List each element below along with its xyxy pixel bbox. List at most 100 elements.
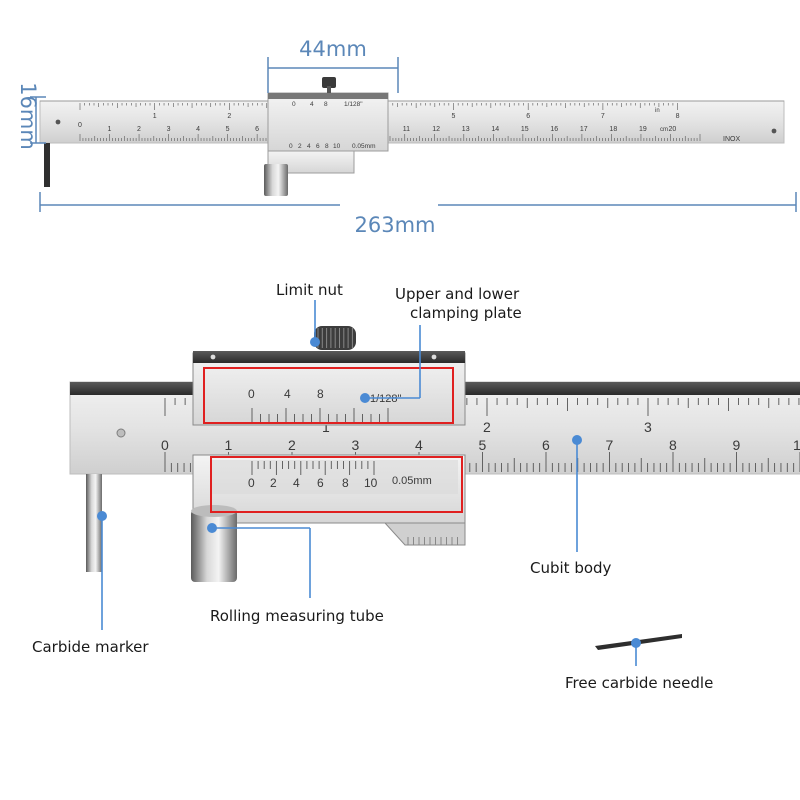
top-lower-vernier: 0 2 4 6 8 10 0.05mm	[289, 143, 375, 150]
detail-scale-number-cm: 0	[161, 437, 169, 453]
scale-number-cm: 3	[167, 126, 171, 133]
vernier-number: 4	[310, 101, 314, 108]
detail-limit-nut	[314, 326, 356, 350]
callout-dot	[631, 638, 641, 648]
scale-zero: 0	[78, 122, 82, 129]
vernier-value: 0.05mm	[392, 475, 432, 487]
label-carbide-marker: Carbide marker	[32, 638, 149, 656]
carbide-marker-pin	[44, 143, 50, 187]
lower-scale-unit: cm	[660, 127, 668, 133]
upper-scale-unit: in	[655, 108, 660, 114]
rivet	[55, 119, 61, 125]
vernier-number: 0	[289, 143, 293, 150]
top-ruler-view: 123456781234567891011121314151617181920 …	[39, 77, 785, 196]
scale-number-cm: 12	[432, 126, 440, 133]
scale-number-inch: 5	[451, 113, 455, 120]
dimension-length-label: 263mm	[355, 213, 436, 237]
rivet	[771, 128, 777, 134]
detail-scale-number-cm: 8	[669, 437, 677, 453]
scale-number-cm: 11	[403, 126, 410, 133]
detail-scale-number-cm: 3	[352, 437, 360, 453]
scale-number-cm: 19	[639, 126, 647, 133]
detail-scale-number-cm: 4	[415, 437, 423, 453]
detail-scale-number-cm: 7	[606, 437, 614, 453]
label-clamping-plate-2: clamping plate	[410, 304, 522, 322]
vernier-value: 1/128"	[344, 101, 363, 108]
vernier-number: 4	[293, 476, 300, 490]
detail-carbide-marker	[86, 474, 102, 572]
detail-upper-vernier: 0 4 8 1/128"	[248, 387, 402, 405]
vernier-number: 6	[316, 143, 320, 150]
rivet	[116, 428, 126, 438]
detail-ruler-view: 012345678910123 0 4 8 1/128" 0	[69, 326, 800, 650]
highlight-lower-vernier	[210, 456, 463, 513]
ruler-bar	[39, 100, 785, 144]
top-upper-vernier: 0 4 8 1/128"	[292, 101, 363, 108]
label-clamping-plate-1: Upper and lower	[395, 285, 520, 303]
vernier-number: 2	[298, 143, 302, 150]
vernier-number: 8	[342, 476, 349, 490]
callout-dot	[572, 435, 582, 445]
vernier-number: 4	[307, 143, 311, 150]
vernier-number: 8	[325, 143, 329, 150]
detail-lower-vernier: 0 2 4 6 8 10 0.05mm	[248, 475, 432, 490]
scale-number-cm: 5	[226, 126, 230, 133]
dimension-width	[267, 57, 399, 93]
scale-number-inch: 1	[153, 113, 157, 120]
vernier-number: 2	[270, 476, 277, 490]
dimension-length	[39, 192, 797, 212]
scale-number-inch: 8	[676, 113, 680, 120]
vernier-number: 10	[333, 143, 341, 150]
brand-inox: INOX	[723, 136, 740, 143]
scale-number-inch: 7	[601, 113, 605, 120]
vernier-number: 8	[317, 387, 324, 401]
scale-number-cm: 16	[550, 126, 558, 133]
callouts	[101, 300, 637, 666]
scale-number-cm: 4	[196, 126, 200, 133]
callout-dots	[97, 337, 641, 648]
detail-scale-number-cm: 5	[479, 437, 487, 453]
detail-scale-number-cm: 6	[542, 437, 550, 453]
rolling-tube	[264, 164, 288, 196]
detail-scale-number-inch: 3	[644, 419, 652, 435]
vernier-value: 0.05mm	[352, 143, 375, 150]
scale-number-cm: 13	[462, 126, 470, 133]
vernier-number: 6	[317, 476, 324, 490]
label-cubit-body: Cubit body	[530, 559, 612, 577]
label-limit-nut: Limit nut	[276, 281, 343, 299]
vernier-number: 4	[284, 387, 291, 401]
label-free-needle: Free carbide needle	[565, 674, 713, 692]
highlight-upper-vernier	[203, 367, 454, 424]
scale-number-cm: 14	[491, 126, 499, 133]
callout-dot	[97, 511, 107, 521]
detail-scale-number-inch: 1	[322, 419, 330, 435]
scale-number-cm: 18	[609, 126, 617, 133]
slider-jaw	[267, 150, 355, 174]
scale-number-cm: 17	[580, 126, 588, 133]
vernier-number: 0	[292, 101, 296, 108]
scale-number-cm: 2	[137, 126, 141, 133]
detail-scale-number-cm: 1	[225, 437, 233, 453]
label-rolling-tube: Rolling measuring tube	[210, 607, 384, 625]
dimension-height-label: 16mm	[16, 82, 40, 150]
vernier-number: 0	[248, 387, 255, 401]
limit-nut	[322, 77, 336, 88]
scale-number-cm: 15	[521, 126, 529, 133]
vernier-value: 1/128"	[370, 393, 402, 405]
vernier-number: 8	[324, 101, 328, 108]
scale-number-cm: 6	[255, 126, 259, 133]
vernier-number: 0	[248, 476, 255, 490]
dimension-height	[30, 96, 46, 144]
scale-number-cm: 1	[108, 126, 112, 133]
detail-scale-number-cm: 2	[288, 437, 296, 453]
scale-number-inch: 2	[227, 113, 231, 120]
scale-number-cm: 20	[668, 126, 676, 133]
detail-rolling-tube	[191, 510, 237, 582]
vernier-number: 10	[364, 476, 378, 490]
detail-scale-number-inch: 2	[483, 419, 491, 435]
lower-plate-foot	[383, 522, 466, 546]
callout-dot	[310, 337, 320, 347]
upper-clamping-plate	[192, 352, 466, 426]
detail-scale-number-cm: 10	[793, 437, 800, 453]
